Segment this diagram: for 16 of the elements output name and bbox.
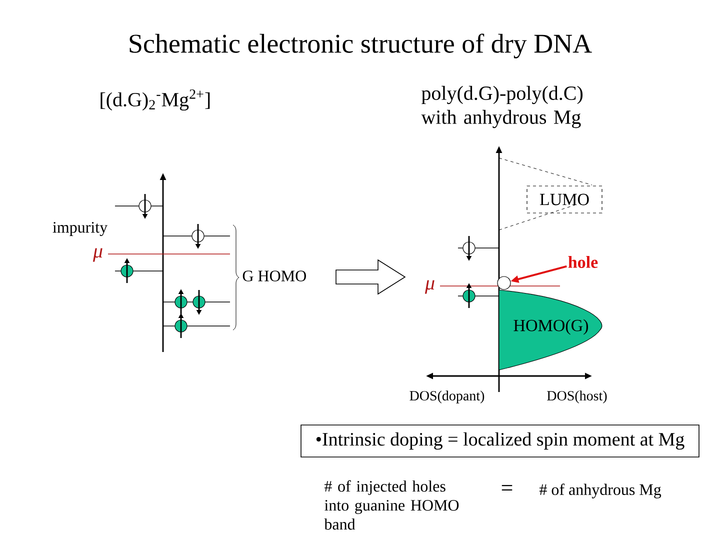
- dashed-box: LUMO: [526, 186, 602, 214]
- label: impurity: [52, 222, 108, 236]
- label: # of anhydrous Mg: [539, 484, 662, 498]
- diagram-title: Schematic electronic structure of dry DNA: [130, 34, 592, 58]
- label: DOS(dopant): [410, 390, 484, 404]
- label: poly(d.G)-poly(d.C) with anhydrous Mg: [421, 86, 583, 128]
- label: [(d.G)$_{2}$$^{-}$Mg$^{2+}$]: [100, 89, 210, 111]
- text-box: •Intrinsic doping = localized spin moment at Mg: [300, 424, 700, 458]
- mu-symbol: μ: [92, 248, 102, 262]
- label: # of injected holes into guanine HOMO band: [324, 480, 459, 530]
- label: G HOMO: [242, 270, 306, 282]
- mu-symbol: μ: [424, 280, 434, 294]
- label: DOS(host): [547, 390, 607, 404]
- hole-circle: [497, 276, 511, 290]
- hole-label: hole: [568, 256, 598, 268]
- label: =: [502, 484, 512, 490]
